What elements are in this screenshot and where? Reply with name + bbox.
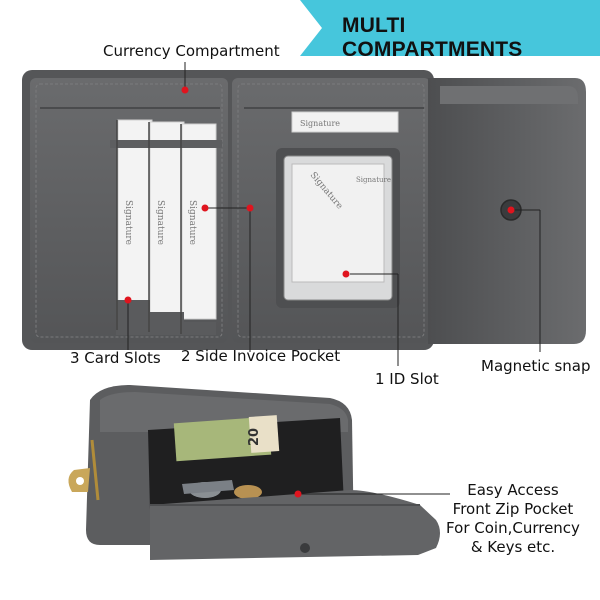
label-invoice-pocket: 2 Side Invoice Pocket <box>181 347 341 365</box>
svg-text:Signature: Signature <box>300 119 340 128</box>
zip-pocket-line-4: & Keys etc. <box>470 538 556 556</box>
callout-markers <box>124 86 515 498</box>
marker-dot <box>124 296 132 304</box>
zip-pocket-line-1: Easy Access <box>467 481 559 499</box>
marker-dot <box>507 206 515 214</box>
marker-dot <box>294 490 302 498</box>
marker-dot <box>246 204 254 212</box>
id-window: Signature Signature <box>276 148 400 308</box>
zip-wallet: 20 <box>68 385 440 560</box>
zip-pocket-line-3: For Coin,Currency <box>446 519 580 537</box>
svg-text:Signature: Signature <box>187 200 197 245</box>
zip-pocket-line-2: Front Zip Pocket <box>452 500 574 518</box>
svg-text:Signature: Signature <box>155 200 165 245</box>
svg-text:Signature: Signature <box>356 176 391 184</box>
svg-text:Signature: Signature <box>123 200 133 245</box>
label-magnetic-snap: Magnetic snap <box>481 357 591 375</box>
card-slots: Signature Signature Signature <box>110 119 222 335</box>
svg-text:20: 20 <box>247 428 262 446</box>
marker-dot <box>201 204 209 212</box>
marker-dot <box>181 86 189 94</box>
label-zip-pocket: Easy Access Front Zip Pocket For Coin,Cu… <box>438 481 588 557</box>
label-card-slots: 3 Card Slots <box>70 349 161 367</box>
marker-dot <box>342 270 350 278</box>
open-wallet: Signature Signature Signature Signature … <box>22 70 586 350</box>
label-id-slot: 1 ID Slot <box>375 370 439 388</box>
label-currency-compartment: Currency Compartment <box>103 42 280 60</box>
callout-leaders <box>127 62 541 495</box>
banner-title: MULTI COMPARTMENTS <box>342 14 523 61</box>
banner-background <box>300 0 600 56</box>
